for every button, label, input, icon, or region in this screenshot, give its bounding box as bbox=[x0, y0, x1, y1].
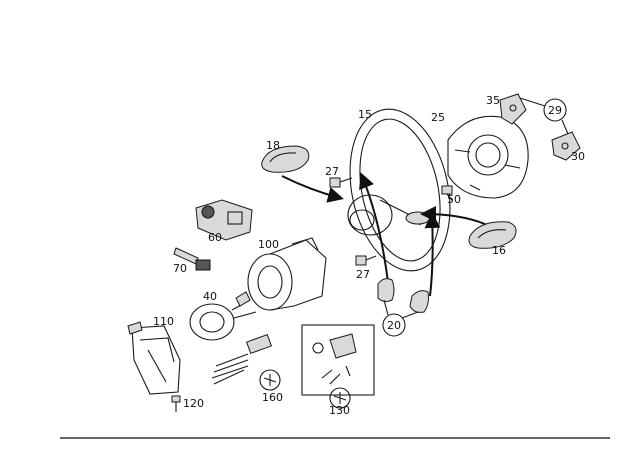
label-70: 70 bbox=[173, 262, 187, 275]
bolt-50 bbox=[441, 185, 453, 201]
kit-130 bbox=[301, 324, 375, 409]
steering-wheel bbox=[347, 108, 451, 272]
label-35: 35 bbox=[486, 94, 500, 107]
bolt-120 bbox=[171, 395, 181, 412]
label-60: 60 bbox=[208, 231, 222, 244]
housing-110 bbox=[127, 321, 181, 395]
label-27-upper: 27 bbox=[325, 165, 339, 178]
module-60 bbox=[195, 199, 253, 241]
bolt-27-upper bbox=[329, 177, 353, 188]
clock-spring-40 bbox=[189, 291, 257, 341]
label-29: 29 bbox=[548, 104, 562, 117]
label-16: 16 bbox=[492, 244, 506, 257]
label-25: 25 bbox=[431, 111, 445, 124]
label-130: 130 bbox=[329, 404, 350, 417]
label-110: 110 bbox=[153, 315, 174, 328]
connector-70 bbox=[173, 247, 211, 271]
label-27-lower: 27 bbox=[356, 268, 370, 281]
bolt-27-lower bbox=[355, 255, 377, 266]
paddle-20 bbox=[377, 278, 429, 337]
label-18: 18 bbox=[266, 139, 280, 152]
trim-cover-16 bbox=[468, 221, 517, 249]
label-100: 100 bbox=[258, 238, 279, 251]
label-50: 50 bbox=[447, 193, 461, 206]
label-160: 160 bbox=[262, 391, 283, 404]
label-120: 120 bbox=[183, 397, 204, 410]
wiring-160 bbox=[211, 333, 281, 391]
trim-cover-18 bbox=[261, 145, 310, 173]
airbag-module bbox=[447, 115, 529, 199]
switch-35 bbox=[499, 93, 527, 125]
switch-30 bbox=[551, 131, 581, 161]
column-cover-100 bbox=[247, 237, 327, 311]
label-20: 20 bbox=[387, 319, 401, 332]
label-30: 30 bbox=[571, 150, 585, 163]
label-40: 40 bbox=[203, 290, 217, 303]
label-15: 15 bbox=[358, 108, 372, 121]
callout-29 bbox=[519, 97, 569, 135]
